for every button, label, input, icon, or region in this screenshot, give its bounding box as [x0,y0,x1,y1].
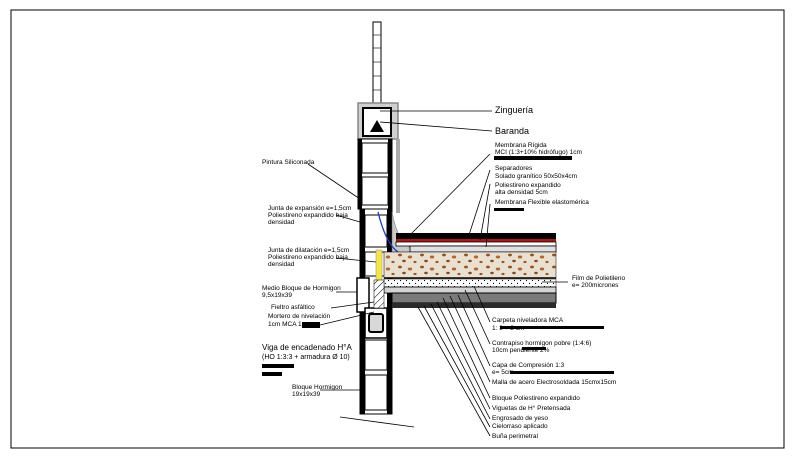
zinc-coping [357,102,400,213]
label-junta-dilatacion: Junta de dilatación e=1,5cm [268,247,349,254]
label-viga-2: (HO 1:3:3 + armadura Ø 10) [262,354,350,361]
label-film-2: e= 200micrones [572,282,619,289]
label-bloque-polie: Bloque Poliestireno expandido [492,395,580,402]
label-membrana-rigida-2: MCI (1:3+10% hidrófugo) 1cm [495,149,582,156]
label-engrosado: Engrosado de yeso [492,415,548,422]
drawing-frame [10,9,785,449]
label-solado: Solado granítico 50x50x4cm [495,173,577,180]
label-contrapiso: Contrapiso hormigon pobre (1:4:6) [492,340,591,347]
label-fieltro: Fieltro asfáltico [271,304,315,311]
label-poliestireno-alta: Poliestireno expandido [495,182,561,189]
label-junta-dilatacion-3: densidad [268,261,295,268]
label-carpeta-2: 1: 3 + 2 cm [492,325,524,332]
rigid-membrane [396,239,556,242]
ceiling-plaster [392,303,556,308]
label-zingueria: Zinguería [495,105,533,115]
insulation-board [409,245,557,253]
parapet-wall [357,138,393,210]
label-film: Film de Polietileno [572,275,625,282]
label-viga: Viga de encadenado H°A [262,343,352,352]
label-junta-expansion-2: Poliestireno expandido baja [268,212,348,219]
label-viguetas: Viguetas de H° Pretensada [492,404,571,412]
label-capa: Capa de Compresión 1:3 [492,362,565,369]
label-medio-bloque-2: 9,5x19x39 [262,292,292,299]
flexible-membrane-line [377,211,399,253]
label-junta-expansion: Junta de expansión e=1,5cm [268,205,351,212]
label-bloque-hormigon-2: 19x19x39 [292,391,321,398]
label-separadores: Separadores [495,165,533,172]
label-bloque-hormigon: Bloque Hormigon [292,384,343,391]
label-poliestireno-alta-2: alta densidad 5cm [495,189,548,196]
lightweight-concrete-fill [383,251,557,279]
slab-block [391,292,557,304]
label-mortero-2: 1cm MCA 1: [268,321,304,328]
label-malla: Malla de acero Electrosoldada 15cmx15cm [492,379,616,386]
exterior-wall [356,208,393,415]
label-pintura-siliconada: Pintura Siliconada [262,159,315,166]
label-cielorraso: Cielorraso aplicado [492,423,548,430]
label-junta-dilatacion-2: Poliestireno expandido baja [268,254,348,261]
granite-tiles [396,233,556,239]
label-mortero: Mortero de nivelación [268,313,331,320]
redaction-bars [262,156,614,376]
label-medio-bloque: Medio Bloque de Hormigon [262,285,341,292]
label-membrana-flexible: Membrana Flexible elastomérica [495,199,589,206]
compression-layer [383,286,557,294]
label-carpeta: Carpeta niveladora MCA [492,317,564,324]
label-contrapiso-2: 10cm pendiente 2% [492,347,550,354]
label-baranda: Baranda [495,126,529,136]
label-junta-expansion-3: densidad [268,219,295,226]
leveling-screed [383,278,557,288]
label-buna: Buña perimetral [492,433,538,440]
label-membrana-rigida: Membrana Rígida [495,142,547,149]
leader-lines [307,110,568,437]
label-capa-2: e= 5cm [492,369,514,376]
